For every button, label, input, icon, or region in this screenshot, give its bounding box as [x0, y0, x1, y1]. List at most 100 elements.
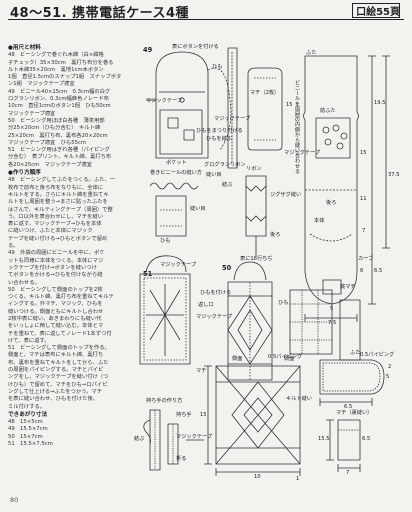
instruction-line: を表に縫い合わせ、ひもを付けた後、: [8, 396, 99, 403]
label-strap: 持ち手: [176, 412, 192, 418]
instruction-line: う。口以外を表合わせにし、マチを縫い: [8, 213, 104, 220]
label-bottom-flap: ふた: [350, 350, 361, 356]
dim-7: 7: [362, 228, 366, 234]
instruction-line: 49 15.5×7cm: [8, 426, 48, 433]
label-piping-b: 0.5パイピング: [360, 352, 395, 358]
label-bottom-machi-strip: マチ（裏縫い）: [336, 410, 373, 416]
label-seam: 縫い目: [206, 172, 222, 178]
dim-19-5: 19.5: [374, 100, 386, 106]
label-pocket: ポケット: [166, 160, 187, 166]
instruction-line: はさんで、キルティングテープ（周囲）で整: [8, 206, 113, 213]
label-mid-cord-b: ひも: [278, 300, 289, 306]
instruction-line: 分25×20cm（ひも分含む） キルト綿: [8, 125, 101, 132]
label-mid-side: 側面: [284, 356, 295, 362]
diagram-strap-construction: [144, 410, 204, 470]
dim-15-b: 15: [360, 150, 367, 156]
label-curve: カーブ: [358, 256, 374, 262]
dim-bottom-5: 5: [386, 374, 390, 380]
dim-bottom-6-5-b: 6.5: [362, 436, 371, 442]
dim-11: 11: [360, 196, 367, 202]
instruction-line: マジックテープ適宜: [8, 110, 56, 117]
instruction-line: ログランリボン、0.3cm幅麻色ノレード布: [8, 96, 109, 103]
label-vinyl-method: 巻きビニールの縫い方: [150, 170, 202, 176]
dim-bottom-2: 2: [388, 364, 392, 370]
instruction-line: ン1組 マジックテープ適宜: [8, 81, 75, 88]
instruction-line: 50 ビーシング用ほぼ白各種 薄茶用部: [8, 117, 105, 124]
label-machi: マチ（2枚）: [250, 90, 280, 96]
instruction-line: けひも）で留めて、マチをひも→口パイピ: [8, 381, 108, 388]
label-tie-cord: ひもを付ける: [200, 290, 232, 296]
instruction-line: 2枚中表に縫い、あきまわりにも縫い代: [8, 315, 102, 322]
label-quilt: キルト縫い: [286, 396, 312, 402]
instruction-line: 表に返す。マジックテープ→ひもを本体: [8, 221, 102, 228]
label-cord: ひも: [212, 64, 223, 70]
instruction-line: ックテープを付け→ボタンを縫いつけ: [8, 264, 97, 271]
section-heading: ●用尺と材料: [8, 45, 41, 51]
instruction-line: 51 ビーシング用はぎれ各種（パイピング: [8, 147, 110, 154]
dim-bottom-15: 15: [200, 412, 207, 418]
instruction-line: ルト木綿35×20cm 裏地1cm木ボタン: [8, 66, 104, 73]
instruction-line: る。: [8, 243, 19, 250]
instruction-line: 枚布で前布と後ろ布をなりもに、全体に: [8, 184, 104, 191]
instruction-line: ングをし、マジックテープを縫い付け（つ: [8, 374, 109, 381]
dim-bottom-1: 1: [296, 476, 300, 482]
instruction-line: 側面と、マチは表布にキルト綿、裏打ち: [8, 352, 104, 359]
instruction-line: の周囲をパイピングする。マチとパイピ: [8, 367, 104, 374]
dim-bottom-7: 7: [346, 470, 350, 476]
label-ribbon: リボン: [246, 166, 262, 172]
instruction-line: テープを縫い付ける→ひもとボタンで留め: [8, 235, 108, 242]
instruction-line: けて、表に返す。: [8, 337, 50, 344]
label-flap: ふた: [306, 50, 317, 56]
label-bottom-side: 側面: [232, 356, 243, 362]
label-vinyl-note: ビニールを周囲の内側から縫い合わせる: [294, 80, 300, 174]
instruction-line: 10cm 直径1cmのボタン1個 ひも50cm: [8, 103, 111, 110]
label-strap-method: 持ち手の作り方: [146, 398, 183, 404]
instruction-line: マジックテープ適宜 ひも55cm: [8, 139, 87, 146]
section-heading: できあがり寸法: [8, 411, 48, 418]
dim-bottom-6-5: 6.5: [344, 404, 353, 410]
label-flap-button: 表にボタンを付ける: [172, 44, 219, 50]
label-zigzag: ジグザグ縫い: [270, 192, 302, 198]
label-mid-machi: マチ: [196, 368, 207, 374]
label-grosgrain: グログランリボン: [204, 162, 246, 168]
label-mid-magic: マジックテープ: [160, 262, 197, 268]
label-cord-note: ひもをまつり付ける: [196, 128, 243, 134]
label-knot: 結ぶ: [222, 182, 233, 188]
label-18-rows: 表に18行ちぢ: [240, 256, 273, 262]
instruction-line: 縫いつける。側面ともにキルトし合わせ: [8, 308, 104, 315]
instruction-line: 50 15×7cm: [8, 433, 43, 440]
instruction-line: 各20×25cm マジックテープ適宜: [8, 161, 92, 168]
instruction-line: 48 ビーシングで巻ぐれ木綿（白×紺格: [8, 52, 104, 59]
instruction-line: 1個 直径1.5cmのスナップ1組 スナップボタ: [8, 74, 122, 81]
label-seam-b: 縫い目: [190, 206, 206, 212]
diagram-machi: [248, 68, 282, 150]
instruction-line: 分含む） 表プリント、キルト綿、裏打ち布: [8, 154, 112, 161]
label-cord-tie: ひもを結ぶ: [206, 136, 232, 142]
diagram-zigzag: [246, 176, 266, 256]
dim-37-5: 37.5: [388, 172, 400, 178]
instruction-line: キルトをする。さらにキルト綿を重ねてキ: [8, 191, 109, 198]
instruction-line: 51 ビーシングして側面のトップを作る。: [8, 345, 110, 352]
label-magic-bottom: マジックテープ: [284, 150, 321, 156]
label-bottom-machi: 底マチ: [340, 284, 356, 290]
instruction-line: 48 15×5cm: [8, 419, 43, 426]
label-front-flap: 前ふた: [320, 108, 336, 114]
label-magic-tape: マジックテープ: [146, 98, 183, 104]
instruction-line: 49 外袋の周囲にビニールを中に、ポケ: [8, 250, 105, 257]
instruction-line: てボタンをかける→ひもを付けながら縫: [8, 272, 103, 279]
label-return-opening: 返し口: [198, 302, 214, 308]
label-mid-magic-b: マジックテープ: [196, 314, 233, 320]
label-piping: 0.5パイピング: [268, 354, 303, 360]
label-magic-tape-b: マジックテープ: [214, 116, 251, 122]
dim-bottom-10: 10: [254, 474, 261, 480]
dim-5: 5: [330, 306, 334, 312]
instruction-line: ミル付けする。: [8, 403, 46, 410]
instruction-line: い合わせる。: [8, 279, 40, 286]
label-tie: 結ぶ: [134, 436, 145, 442]
diagram-bottom-machi: [326, 420, 360, 472]
instruction-line: チを重ねて、表に返してノレード1本ずつ付: [8, 330, 112, 337]
instruction-line: つくる。キルト綿、裏打ち布を重ねてキルテ: [8, 294, 114, 301]
instruction-line: 48 ビーシングしてふたをつくる。ふた、一: [8, 177, 116, 184]
